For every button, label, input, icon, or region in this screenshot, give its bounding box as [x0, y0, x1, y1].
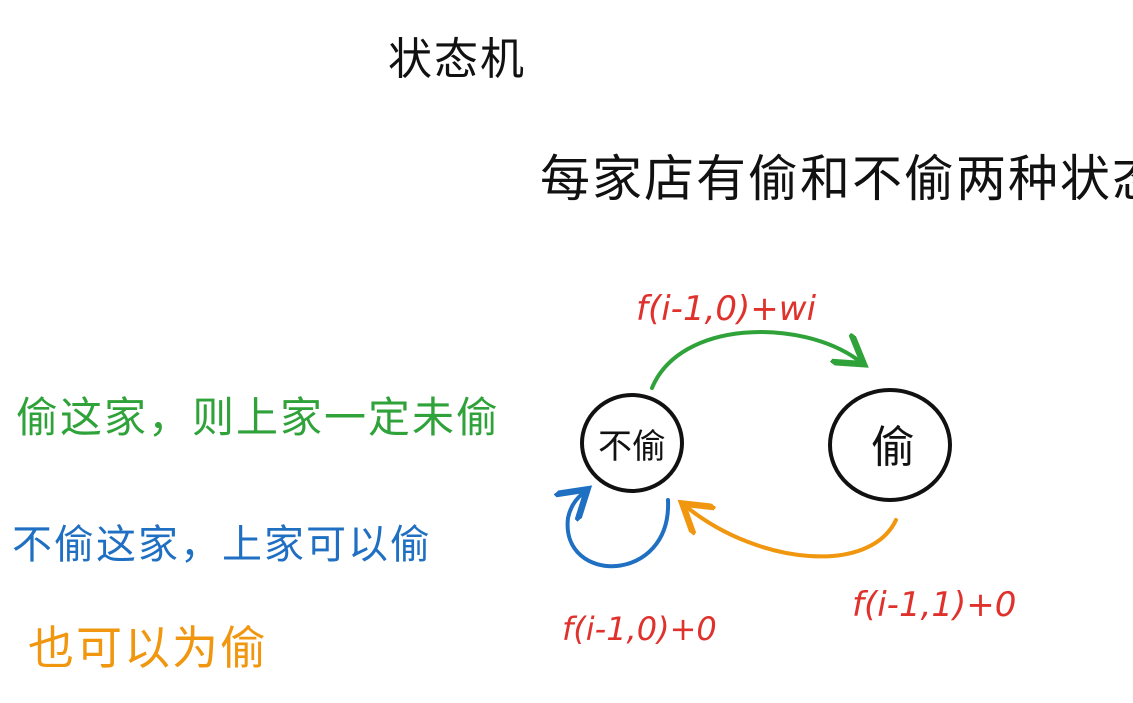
transition-arrow-stay — [568, 494, 671, 569]
diagram-subtitle: 每家店有偷和不偷两种状态 — [540, 150, 1133, 208]
state-node-steal: 偷 — [828, 388, 952, 502]
transition-label-stay: f(i-1,0)+0 — [562, 610, 717, 648]
note-not-steal: 不偷这家，上家可以偷 — [12, 522, 432, 568]
transition-label-rest: f(i-1,1)+0 — [852, 585, 1016, 625]
state-node-not-steal: 不偷 — [580, 393, 684, 493]
state-circle-not-steal — [580, 393, 684, 493]
state-circle-steal — [828, 388, 952, 502]
note-steal: 偷这家，则上家一定未偷 — [16, 393, 500, 442]
transition-arrow-rest — [688, 508, 898, 559]
transition-arrow-steal — [650, 330, 858, 390]
transition-label-steal: f(i-1,0)+wi — [636, 289, 817, 329]
state-label-steal: 偷 — [871, 422, 915, 473]
state-label-not-steal: 不偷 — [598, 427, 666, 467]
diagram-title: 状态机 — [388, 34, 526, 85]
note-also: 也可以为偷 — [28, 621, 268, 675]
